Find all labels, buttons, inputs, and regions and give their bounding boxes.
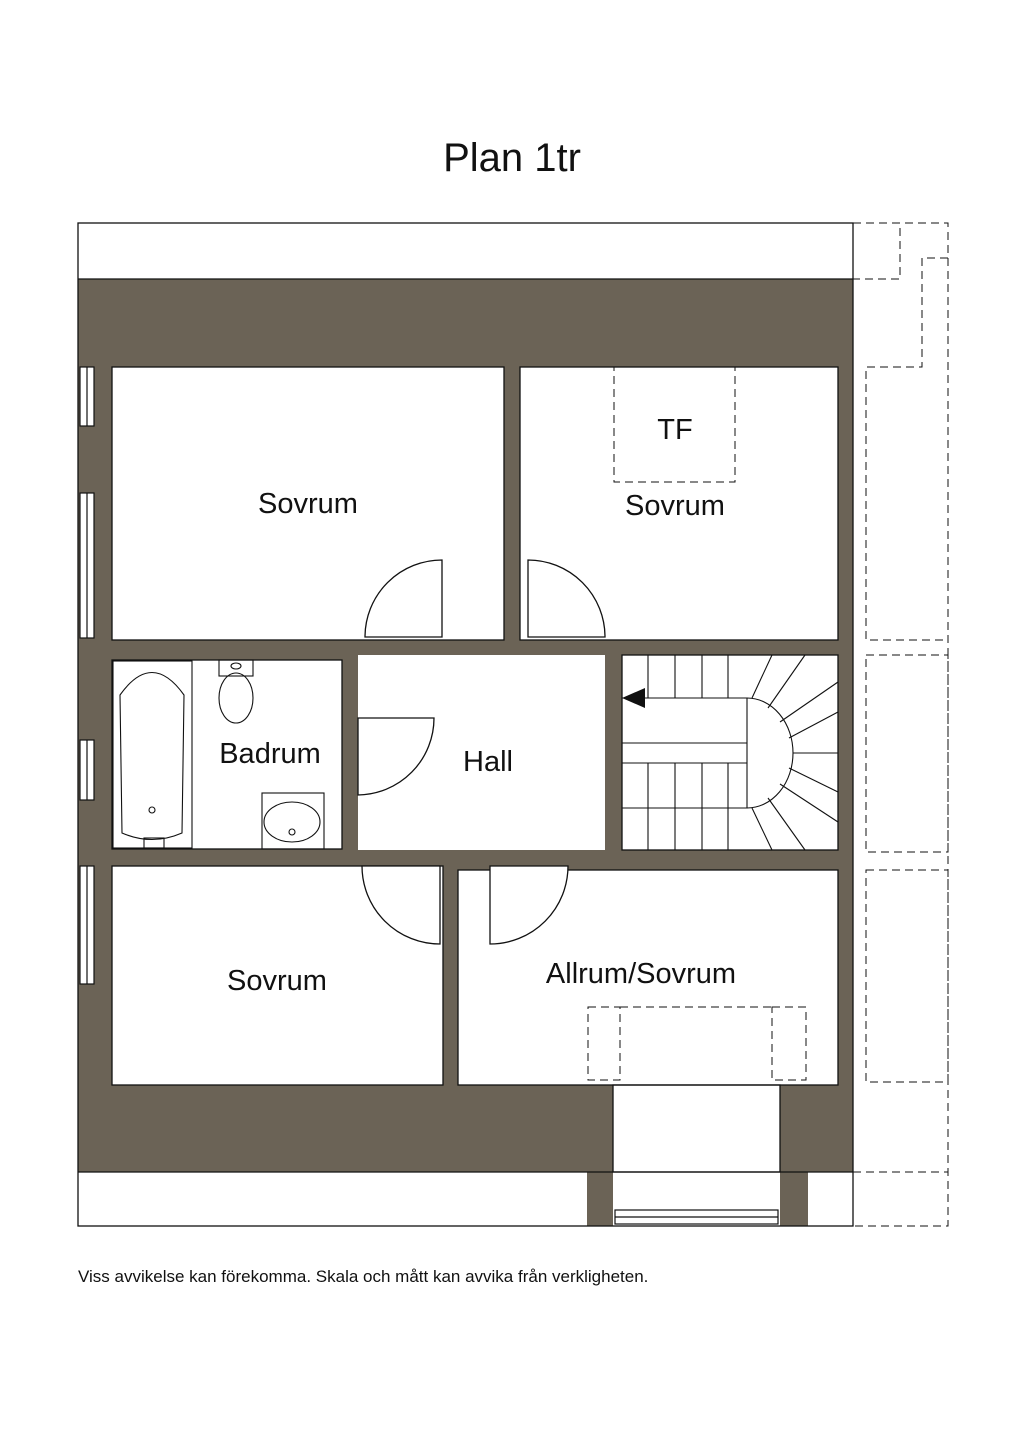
room-label-sovrum-top-right: Sovrum: [625, 490, 725, 522]
room-label-sovrum-bottom-left: Sovrum: [227, 965, 327, 997]
door-sovrum-bottom-left: [361, 865, 441, 945]
building-outline: [77, 222, 854, 1227]
room-label-tf: TF: [657, 414, 692, 446]
room-label-hall: Hall: [463, 746, 513, 778]
stair-direction-arrow: [622, 688, 645, 708]
walls: [78, 279, 853, 1226]
disclaimer-text: Viss avvikelse kan förekomma. Skala och …: [78, 1267, 649, 1286]
toilet: [218, 672, 254, 724]
room-label-sovrum-top-left: Sovrum: [258, 488, 358, 520]
outlines: [77, 222, 854, 1227]
room-label-badrum: Badrum: [219, 738, 321, 770]
door-badrum: [357, 717, 435, 796]
washbasin: [261, 792, 325, 850]
windows: [79, 366, 779, 1225]
plan-title: Plan 1tr: [443, 136, 581, 180]
door-sovrum-top-right: [527, 559, 606, 638]
room-label-allrum: Allrum/Sovrum: [546, 958, 736, 990]
doors: [357, 559, 606, 945]
bathroom-fixtures: [112, 659, 325, 850]
staircase: [622, 654, 839, 851]
door-allrum: [489, 865, 569, 945]
dashed-outlines: [587, 222, 949, 1227]
door-sovrum-top-left: [364, 559, 443, 638]
